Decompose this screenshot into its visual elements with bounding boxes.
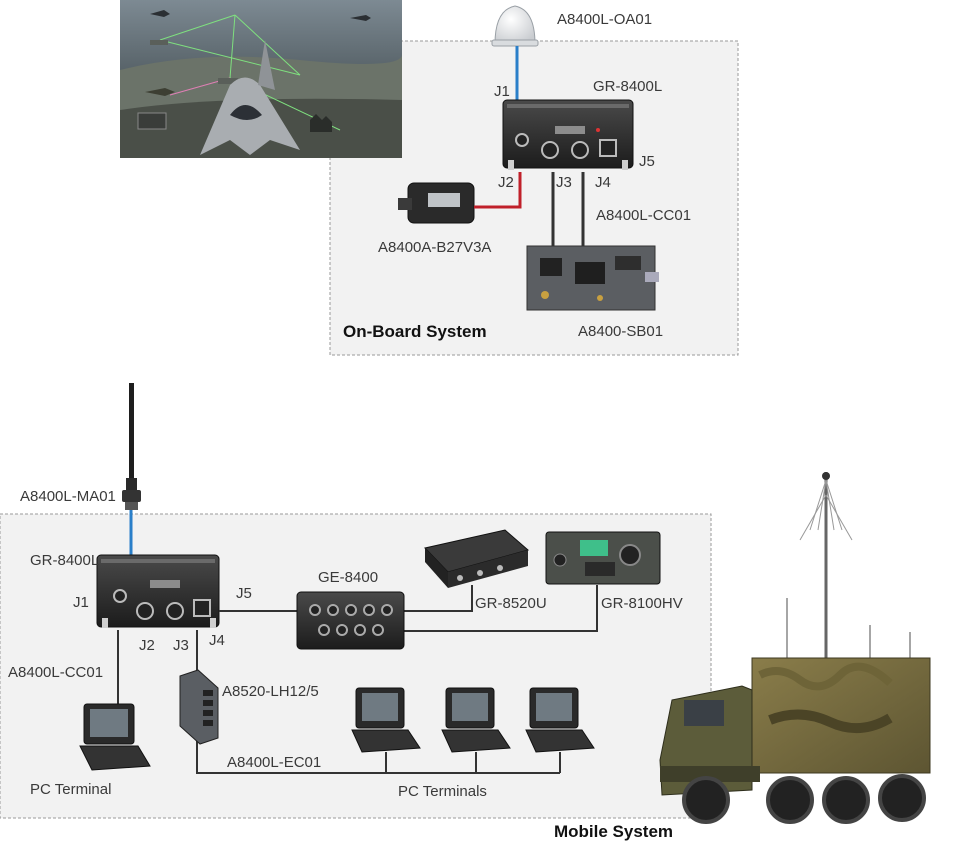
mobile-ethernet-cable-label: A8400L-EC01 xyxy=(227,754,322,771)
onboard-cable-label: A8400L-CC01 xyxy=(596,207,692,224)
mobile-gr8520u-label: GR-8520U xyxy=(475,595,547,612)
mobile-cable-ge8400-gr8520u xyxy=(404,585,473,612)
onboard-j2-label: J2 xyxy=(498,174,514,191)
mobile-pc-terminal-2 xyxy=(441,687,511,753)
mobile-pc-terminal-1 xyxy=(351,687,421,753)
mobile-j2-label: J2 xyxy=(139,637,155,654)
mobile-ethernet-switch-label: A8520-LH12/5 xyxy=(222,683,319,700)
onboard-system-title: On-Board System xyxy=(343,322,487,341)
mobile-cable-label: A8400L-CC01 xyxy=(8,664,104,681)
mobile-system-title: Mobile System xyxy=(554,822,674,841)
onboard-battery-label: A8400A-B27V3A xyxy=(378,239,492,256)
onboard-j1-label: J1 xyxy=(494,83,510,100)
mobile-antenna xyxy=(122,383,141,510)
onboard-j5-label: J5 xyxy=(639,153,655,170)
mobile-pc-terminal-3 xyxy=(525,687,595,753)
mobile-j4-label: J4 xyxy=(209,632,225,649)
mobile-ge8400 xyxy=(296,591,405,650)
mobile-gr8100hv-label: GR-8100HV xyxy=(601,595,683,612)
mobile-cable-ge8400-gr8100hv xyxy=(404,585,598,632)
onboard-antenna xyxy=(491,5,539,47)
mobile-pc-terminal-laptop xyxy=(79,703,151,771)
mobile-pc-terminals-label: PC Terminals xyxy=(398,783,487,800)
mobile-pc-terminal-label: PC Terminal xyxy=(30,781,112,798)
battlefield-scene-image xyxy=(120,0,402,158)
mobile-gr8520u xyxy=(424,529,530,588)
mobile-ethernet-switch xyxy=(179,669,219,745)
onboard-j4-label: J4 xyxy=(595,174,611,191)
onboard-board xyxy=(526,245,659,311)
onboard-radio-label: GR-8400L xyxy=(593,78,663,95)
onboard-antenna-label: A8400L-OA01 xyxy=(557,11,653,28)
mobile-j3-label: J3 xyxy=(173,637,189,654)
mobile-radio-label: GR-8400L xyxy=(30,552,100,569)
military-truck-image xyxy=(659,472,931,824)
mobile-ge8400-label: GE-8400 xyxy=(318,569,379,586)
mobile-gr8100hv xyxy=(545,531,661,585)
onboard-battery xyxy=(398,182,475,224)
mobile-radio xyxy=(96,554,220,628)
onboard-j3-label: J3 xyxy=(556,174,572,191)
mobile-ethernet-bus xyxy=(196,737,560,774)
onboard-power-cable xyxy=(474,172,522,209)
onboard-radio xyxy=(502,99,634,170)
onboard-board-label: A8400-SB01 xyxy=(578,323,664,340)
mobile-j1-label: J1 xyxy=(73,594,89,611)
mobile-antenna-label: A8400L-MA01 xyxy=(20,488,116,505)
mobile-j5-label: J5 xyxy=(236,585,252,602)
